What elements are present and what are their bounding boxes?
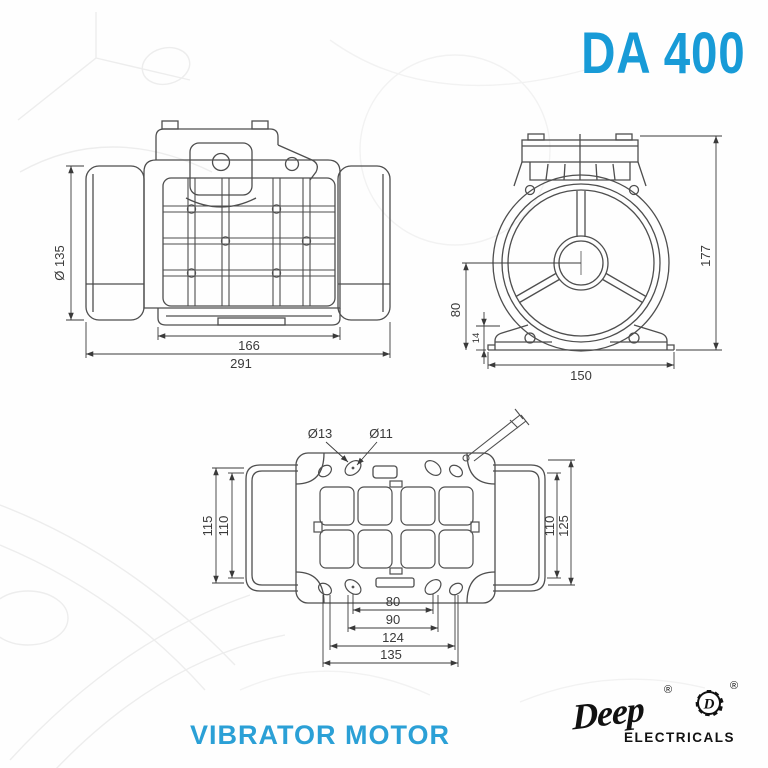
front-dimensions (462, 135, 722, 369)
registered-mark-2: ® (730, 680, 739, 692)
plan-hole-leaders (325, 441, 378, 466)
product-name-label: VIBRATOR MOTOR (189, 720, 450, 750)
dim-left-110: 110 (216, 516, 231, 537)
dim-height-80: 80 (448, 303, 463, 317)
dim-width-150: 150 (570, 368, 592, 383)
svg-text:D: D (703, 697, 715, 713)
side-motor-outline (85, 120, 391, 326)
side-dimensions (66, 165, 391, 358)
dim-height-177: 177 (698, 245, 713, 267)
dim-hole-11: Ø11 (369, 426, 393, 441)
model-title: DA 400 (581, 21, 746, 86)
dim-span-124: 124 (382, 630, 404, 645)
dim-length-166: 166 (238, 338, 260, 353)
registered-mark: ® (664, 684, 673, 696)
brand-logo: Deep ® D (572, 680, 762, 756)
dim-span-80: 80 (386, 594, 400, 609)
dim-hole-13: Ø13 (308, 426, 333, 441)
dim-right-110: 110 (542, 516, 557, 537)
dim-span-135: 135 (380, 647, 402, 662)
brand-tagline-text: ELECTRICALS (624, 730, 735, 745)
plan-motor-outline (245, 408, 546, 604)
side-view-drawing: Ø 135 166 291 (52, 120, 391, 371)
dim-diameter-135: Ø 135 (52, 245, 67, 280)
gear-logo-icon: D (690, 684, 728, 729)
front-motor-outline (487, 133, 675, 352)
plan-view-drawing: Ø13 Ø11 (200, 408, 575, 667)
dim-left-115: 115 (200, 516, 215, 537)
dim-right-125: 125 (556, 515, 571, 537)
front-view-drawing: 177 80 14 150 (448, 133, 722, 383)
plan-dimensions (212, 459, 575, 667)
dim-foot-14: 14 (471, 333, 482, 344)
dim-span-90: 90 (386, 612, 400, 627)
dim-length-291: 291 (230, 356, 252, 371)
